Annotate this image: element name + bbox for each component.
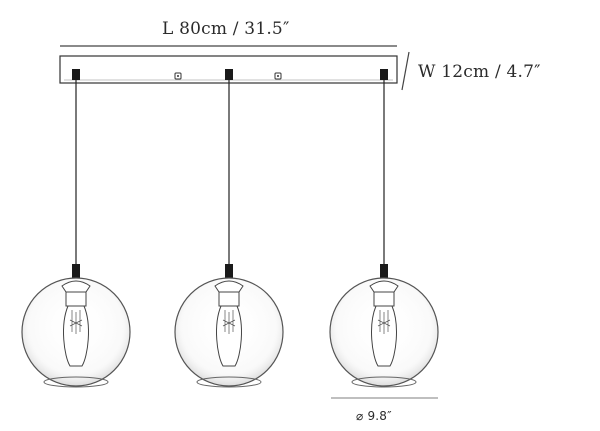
pendant-light-left: [21, 69, 131, 388]
canopy-screw-left: [174, 72, 182, 80]
edison-bulb-right: [371, 305, 397, 367]
edison-bulb-left: [63, 305, 89, 367]
lamp-socket-left: [65, 291, 87, 307]
width-dimension-line: [401, 51, 410, 91]
canopy-screw-right: [274, 72, 282, 80]
edison-bulb-center: [216, 305, 242, 367]
pendant-light-right: [329, 69, 439, 388]
pendant-light-center: [174, 69, 284, 388]
cord-grip-center: [225, 69, 233, 80]
lamp-socket-right: [373, 291, 395, 307]
cord-grip-right: [380, 69, 388, 80]
width-dimension-label: W 12cm / 4.7″: [418, 62, 541, 82]
lamp-socket-top-right: [380, 264, 388, 278]
lamp-socket-top-left: [72, 264, 80, 278]
length-dimension-label: L 80cm / 31.5″: [162, 19, 290, 39]
diameter-dimension-label: ⌀ 9.8″: [356, 409, 392, 423]
lamp-socket-center: [218, 291, 240, 307]
lamp-socket-top-center: [225, 264, 233, 278]
cord-grip-left: [72, 69, 80, 80]
